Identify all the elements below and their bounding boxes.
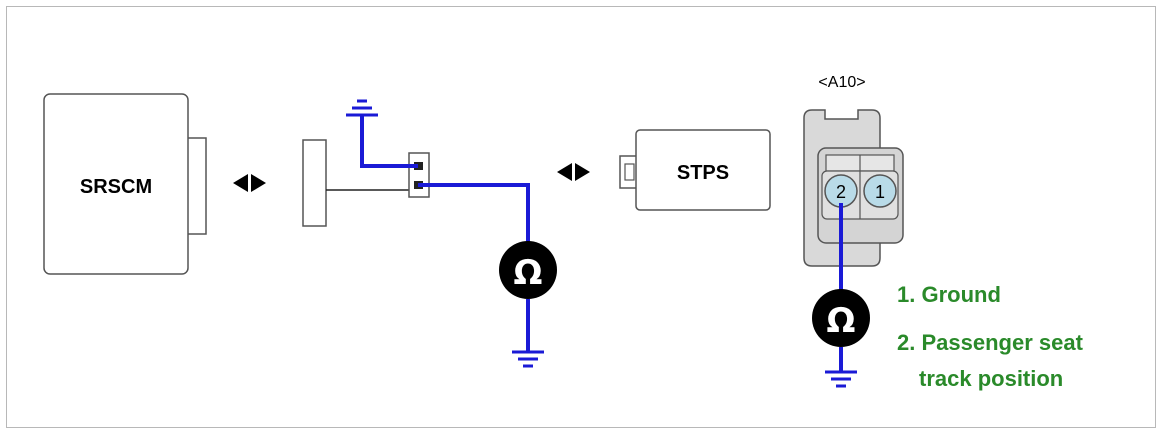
pin-1 [863, 174, 897, 208]
a10-connector-face: 2 1 [803, 109, 904, 267]
legend-passenger-seat: 2. Passenger seat [897, 330, 1084, 355]
connection-arrow-left [233, 174, 266, 192]
harness-connector-bar [302, 139, 327, 227]
srscm-label: SRSCM [80, 176, 152, 198]
svg-text:1: 1 [875, 182, 885, 202]
stps-box [635, 129, 771, 211]
stps-label: STPS [677, 162, 729, 184]
ohmmeter-icon: Ω [499, 241, 557, 299]
meter-wire-top [418, 183, 530, 242]
svg-text:2: 2 [836, 182, 846, 202]
top-ground-icon [346, 99, 378, 117]
bottom-ground-icon-2 [825, 370, 857, 388]
connection-arrow-right [557, 163, 590, 181]
diagram-frame [6, 6, 1156, 428]
svg-text:Ω: Ω [827, 301, 856, 341]
srscm-box [43, 93, 189, 275]
srscm-module: SRSCM [43, 93, 207, 275]
bottom-ground-icon [512, 350, 544, 368]
connector-id-label: <A10> [818, 74, 865, 91]
legend-ground: 1. Ground [897, 282, 1001, 307]
stps-sensor: STPS [619, 129, 771, 211]
ohmmeter-icon-2: Ω [812, 289, 870, 347]
srscm-connector-tab [186, 137, 207, 235]
svg-text:Ω: Ω [514, 253, 543, 293]
small-connector [408, 152, 430, 198]
legend-track-position: track position [919, 366, 1063, 391]
ground-wire [360, 115, 418, 168]
